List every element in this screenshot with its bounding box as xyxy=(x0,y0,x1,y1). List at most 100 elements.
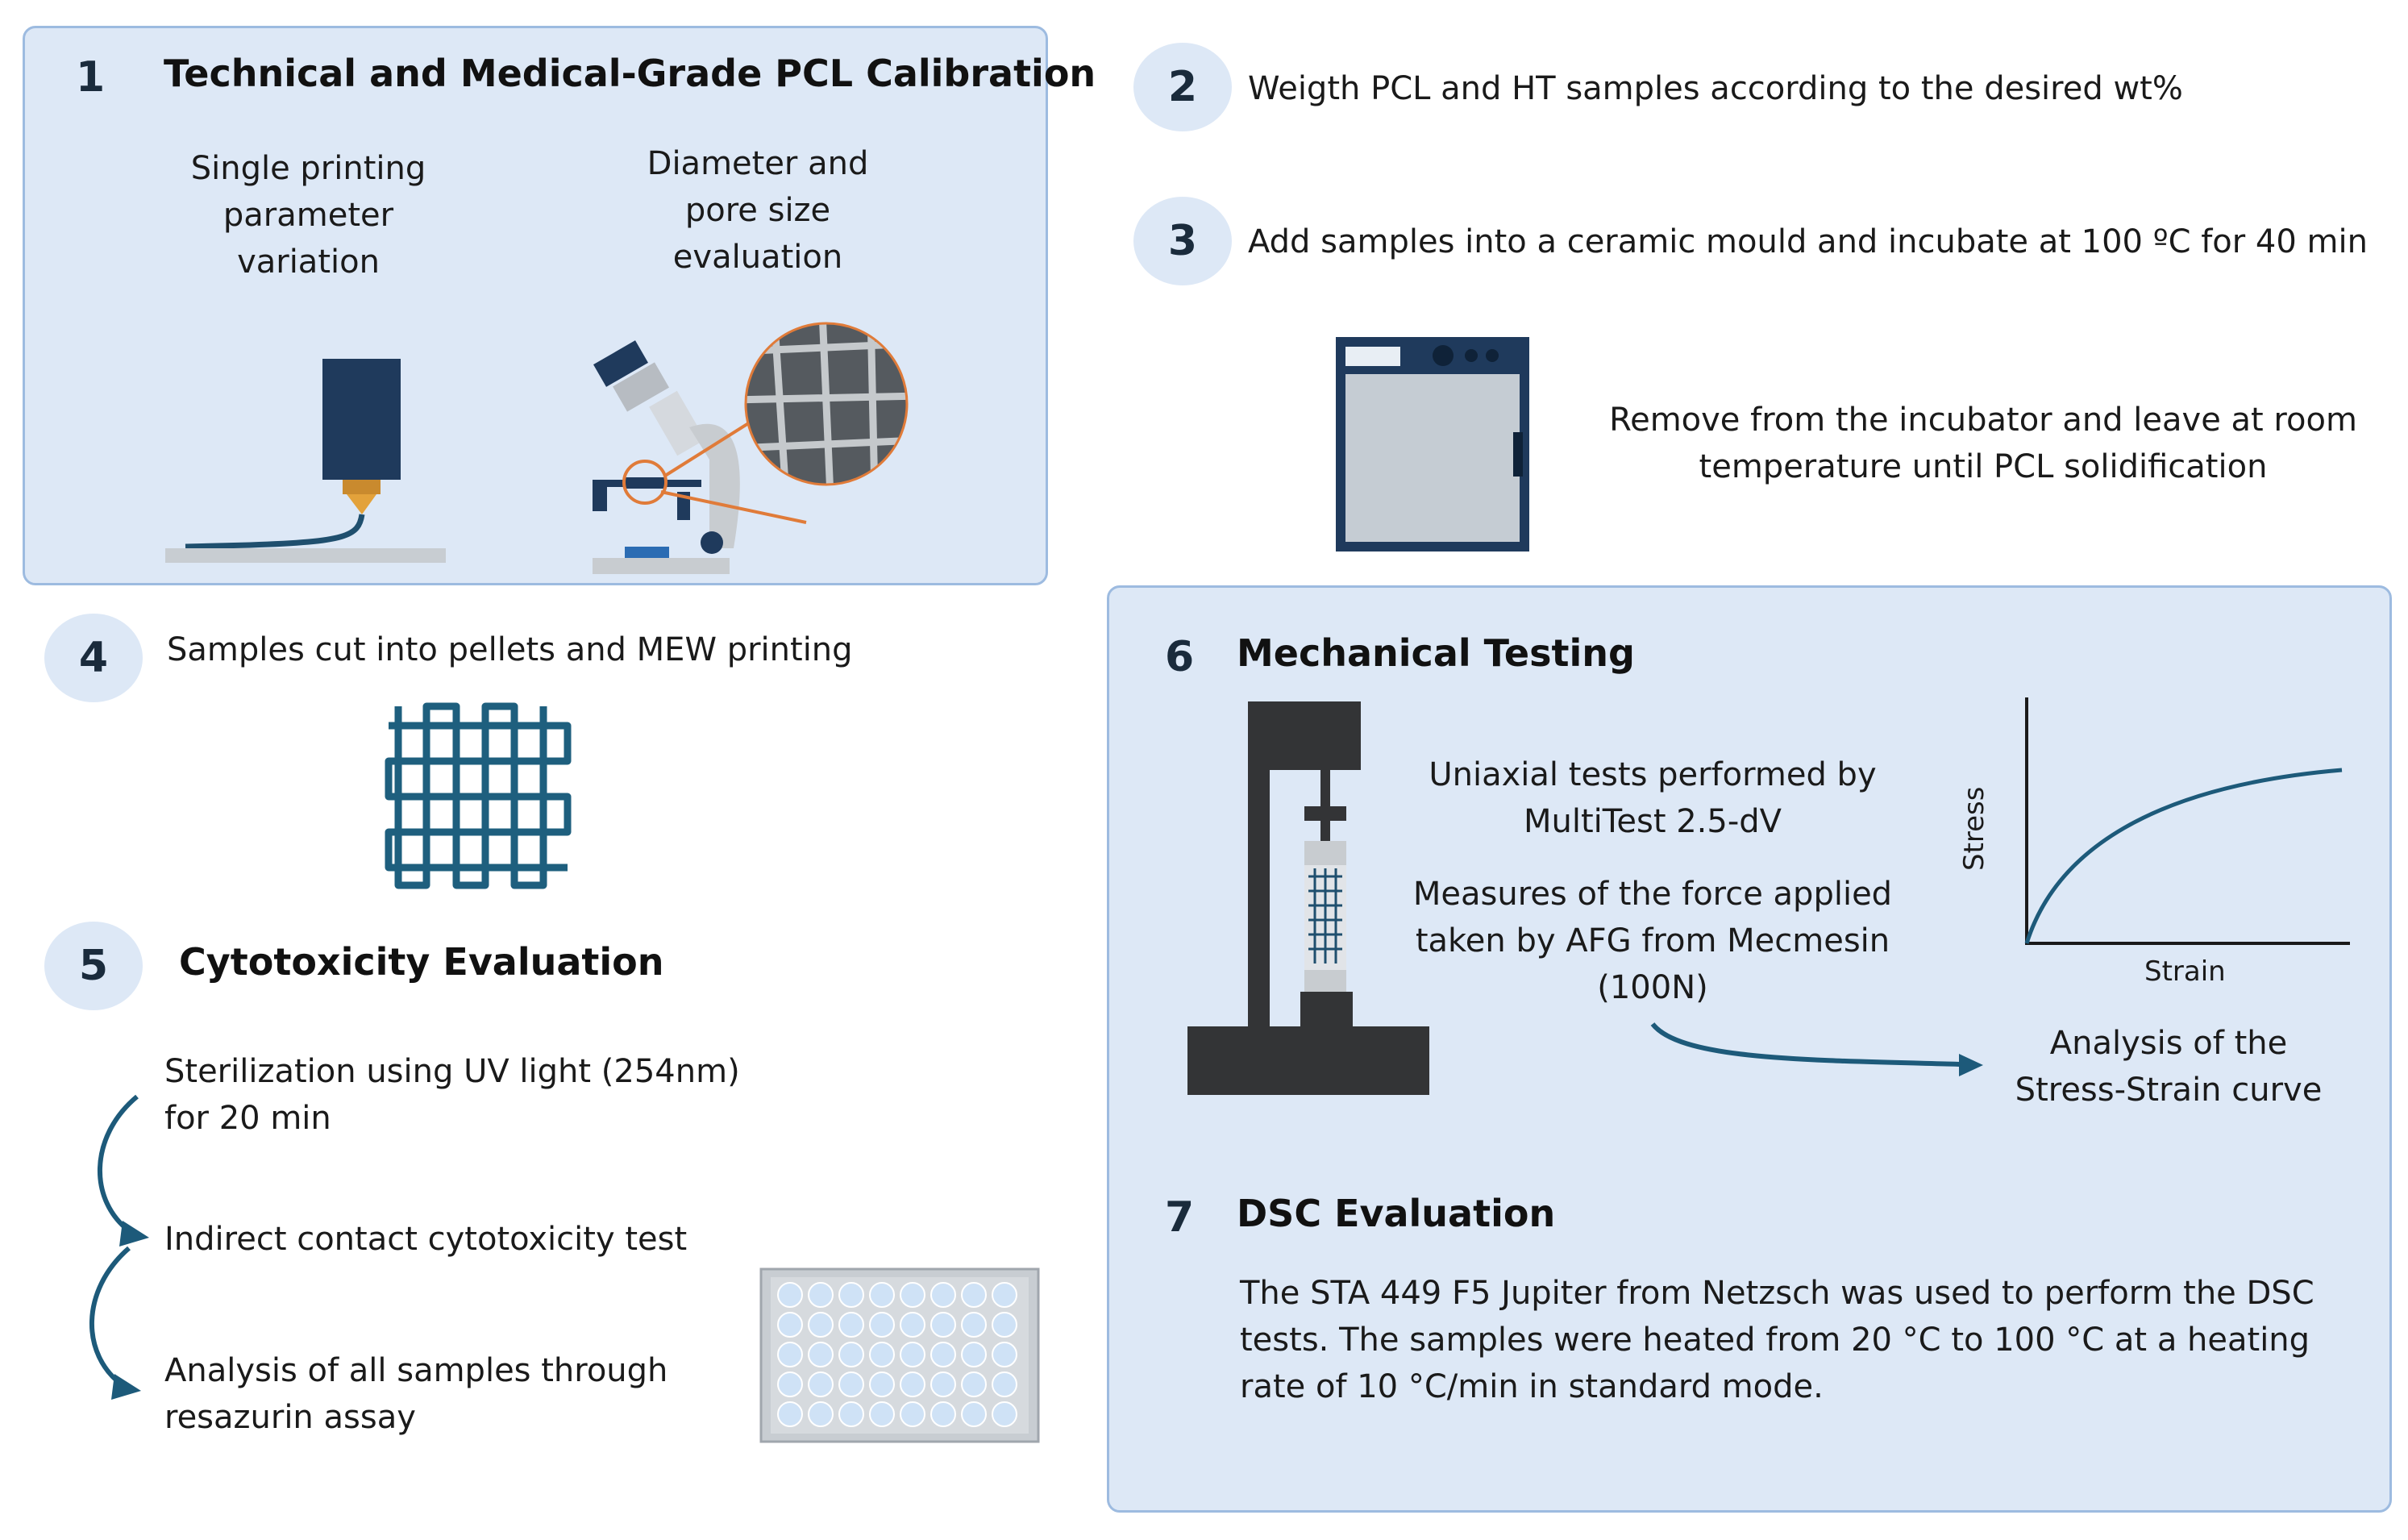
sem-scaffold-image xyxy=(744,322,909,486)
well xyxy=(961,1342,987,1367)
item-line: Analysis of all samples through xyxy=(164,1352,668,1389)
step6-title: Mechanical Testing xyxy=(1237,631,1635,675)
well xyxy=(808,1401,834,1427)
well xyxy=(961,1312,987,1338)
x-axis-label: Strain xyxy=(2144,955,2226,988)
step3-number: 3 xyxy=(1133,197,1232,285)
text-line: taken by AFG from Mecmesin xyxy=(1415,922,1890,959)
step7-text: The STA 449 F5 Jupiter from Netzsch was … xyxy=(1240,1270,2314,1410)
step1-title: Technical and Medical-Grade PCL Calibrat… xyxy=(164,52,1096,95)
well-plate-icon xyxy=(759,1267,1040,1443)
tensile-tester-icon xyxy=(1187,701,1429,1095)
step5-number: 5 xyxy=(44,922,143,1010)
analysis-line: Analysis of the xyxy=(2049,1025,2288,1062)
well xyxy=(992,1342,1017,1367)
step1-number: 1 xyxy=(76,53,106,102)
sub-text-line: Remove from the incubator and leave at r… xyxy=(1609,402,2357,439)
text-line: MultiTest 2.5-dV xyxy=(1523,803,1782,840)
text-line: Uniaxial tests performed by xyxy=(1429,756,1877,793)
well xyxy=(900,1282,925,1308)
well xyxy=(777,1282,803,1308)
step7-title: DSC Evaluation xyxy=(1237,1192,1556,1235)
well xyxy=(869,1401,895,1427)
step2-text: Weigth PCL and HT samples according to t… xyxy=(1248,70,2183,107)
well xyxy=(838,1401,864,1427)
well xyxy=(930,1312,956,1338)
text-line: Measures of the force applied xyxy=(1412,876,1893,913)
y-axis-label: Stress xyxy=(1958,786,1990,872)
caption-line: evaluation xyxy=(672,239,843,276)
step2-number: 2 xyxy=(1133,43,1232,131)
well xyxy=(992,1401,1017,1427)
well xyxy=(777,1401,803,1427)
well xyxy=(961,1282,987,1308)
well xyxy=(930,1282,956,1308)
well xyxy=(808,1282,834,1308)
well xyxy=(838,1342,864,1367)
step6-text1: Uniaxial tests performed by MultiTest 2.… xyxy=(1387,751,1919,845)
caption-line: Single printing xyxy=(190,150,426,187)
text-line: (100N) xyxy=(1597,969,1708,1006)
step1-left-caption: Single printing parameter variation xyxy=(153,145,464,285)
well xyxy=(777,1371,803,1397)
text-line: The STA 449 F5 Jupiter from Netzsch was … xyxy=(1240,1275,2314,1312)
step3-sub-text: Remove from the incubator and leave at r… xyxy=(1564,397,2402,490)
caption-line: pore size xyxy=(684,192,831,229)
text-line: tests. The samples were heated from 20 °… xyxy=(1240,1321,2310,1359)
text-line: rate of 10 °C/min in standard mode. xyxy=(1240,1368,1824,1405)
well xyxy=(992,1312,1017,1338)
microscope-icon xyxy=(593,340,807,574)
well xyxy=(838,1282,864,1308)
well xyxy=(838,1312,864,1338)
cycle-arrows-icon xyxy=(89,1094,149,1400)
item-line: Sterilization using UV light (254nm) xyxy=(164,1053,740,1090)
well xyxy=(777,1342,803,1367)
step4-text: Samples cut into pellets and MEW printin… xyxy=(167,631,853,668)
step5-item-3: Analysis of all samples through resazuri… xyxy=(164,1347,668,1441)
step1-panel xyxy=(23,26,1048,585)
flow-arrow xyxy=(1650,1022,1983,1076)
caption-line: parameter xyxy=(223,197,394,234)
well xyxy=(961,1401,987,1427)
stress-strain-curve xyxy=(2024,768,2343,944)
step1-right-caption: Diameter and pore size evaluation xyxy=(613,140,903,281)
well xyxy=(992,1282,1017,1308)
well xyxy=(900,1312,925,1338)
well xyxy=(992,1371,1017,1397)
well xyxy=(838,1371,864,1397)
well xyxy=(961,1371,987,1397)
step3-text: Add samples into a ceramic mould and inc… xyxy=(1248,223,2368,260)
well xyxy=(869,1282,895,1308)
printer-nozzle-icon xyxy=(165,359,446,563)
incubator-icon xyxy=(1336,337,1529,551)
well xyxy=(900,1401,925,1427)
mew-scaffold-icon xyxy=(385,702,572,889)
step6-number: 6 xyxy=(1165,633,1195,681)
caption-line: variation xyxy=(237,243,380,281)
analysis-line: Stress-Strain curve xyxy=(2015,1072,2323,1109)
item-line: for 20 min xyxy=(164,1100,331,1137)
step7-number: 7 xyxy=(1165,1193,1195,1242)
well xyxy=(930,1371,956,1397)
item-line: resazurin assay xyxy=(164,1399,416,1436)
caption-line: Diameter and xyxy=(647,145,869,182)
well xyxy=(900,1342,925,1367)
well xyxy=(930,1342,956,1367)
step4-number: 4 xyxy=(44,614,143,702)
step6-analysis: Analysis of the Stress-Strain curve xyxy=(1991,1020,2346,1113)
stress-strain-chart xyxy=(2024,697,2350,945)
step5-item-1: Sterilization using UV light (254nm) for… xyxy=(164,1048,740,1142)
step5-item-2: Indirect contact cytotoxicity test xyxy=(164,1221,688,1258)
well xyxy=(808,1312,834,1338)
well xyxy=(900,1371,925,1397)
sub-text-line: temperature until PCL solidification xyxy=(1699,448,2268,485)
well xyxy=(869,1312,895,1338)
well xyxy=(869,1371,895,1397)
well xyxy=(808,1371,834,1397)
well xyxy=(777,1312,803,1338)
step6-text2: Measures of the force applied taken by A… xyxy=(1387,871,1919,1011)
well xyxy=(930,1401,956,1427)
well xyxy=(808,1342,834,1367)
well xyxy=(869,1342,895,1367)
step5-title: Cytotoxicity Evaluation xyxy=(179,940,664,984)
